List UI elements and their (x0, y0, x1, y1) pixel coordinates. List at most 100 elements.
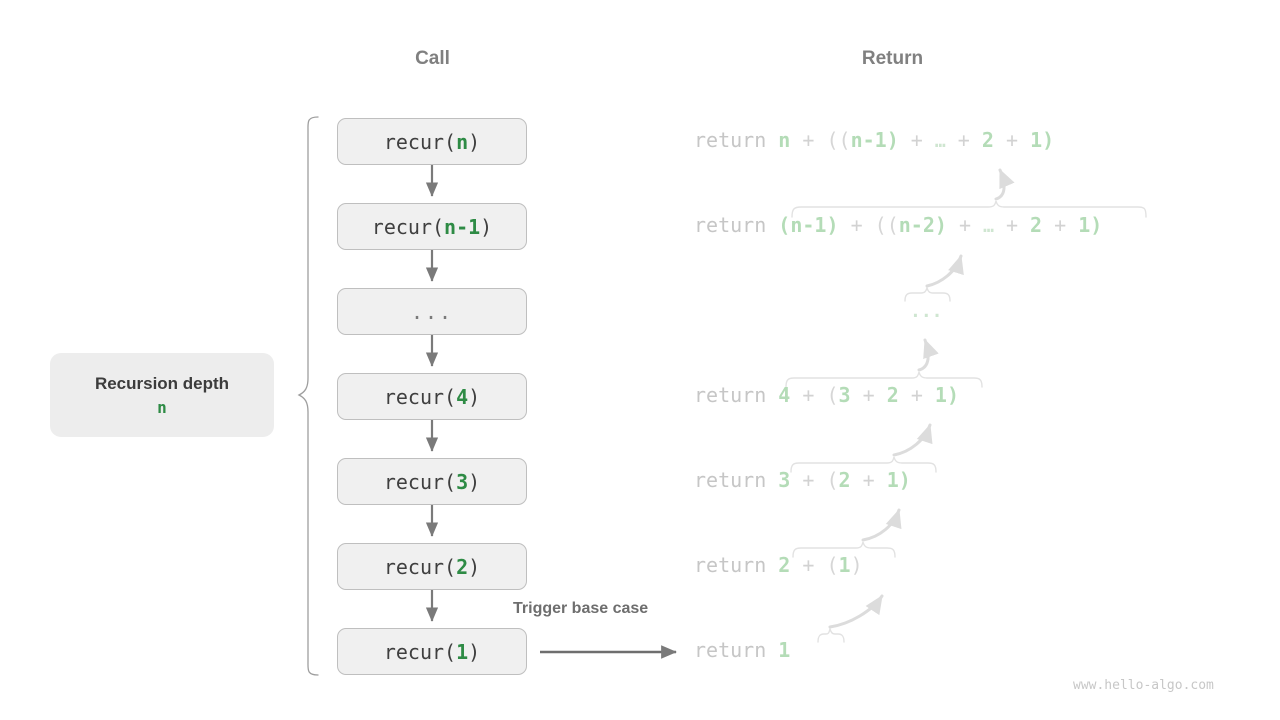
return-token: + (802, 553, 815, 577)
call-suffix-1: ) (480, 214, 493, 239)
return-token: + (802, 468, 815, 492)
recursion-depth-title: Recursion depth (94, 373, 230, 393)
return-expression-2: ... (910, 298, 943, 322)
return-expression-4: 3 + (2 + 1) (766, 468, 911, 492)
call-suffix-3: ) (468, 384, 481, 409)
recursion-depth-brace (297, 116, 319, 676)
call-prefix-5: recur( (383, 554, 457, 579)
call-prefix-4: recur( (383, 469, 457, 494)
return-token: + (862, 383, 875, 407)
call-ellipsis-2: ... (410, 299, 454, 324)
call-box-0[interactable]: recur(n) (337, 118, 527, 165)
column-header-return: Return (861, 48, 924, 69)
return-token: n-2) (898, 213, 947, 237)
call-arg-3: 4 (456, 384, 469, 409)
return-line-6: return 1 (694, 640, 790, 660)
return-token: n-1) (850, 128, 899, 152)
return-expression-1: (n-1) + ((n-2) + … + 2 + 1) (766, 213, 1102, 237)
return-line-5: return 2 + (1) (694, 555, 863, 575)
return-token: n (778, 128, 791, 152)
return-line-0: return n + ((n-1) + … + 2 + 1) (694, 130, 1054, 151)
trigger-base-case-label: Trigger base case (513, 600, 649, 617)
call-box-text-5: recur(2) (384, 555, 480, 579)
recursion-depth-value: n (157, 397, 167, 417)
return-token: ... (910, 301, 943, 322)
recursion-depth-label: Recursion depth n (50, 353, 274, 437)
call-prefix-3: recur( (383, 384, 457, 409)
return-token: (n-1) (778, 213, 839, 237)
return-token: 2 (778, 553, 791, 577)
column-header-call: Call (415, 48, 450, 69)
return-token: … (934, 131, 946, 152)
return-token: 2 (838, 468, 851, 492)
return-token: 1 (838, 553, 851, 577)
return-keyword-3: return (694, 383, 767, 407)
return-keyword-6: return (694, 638, 767, 662)
return-token: ( (826, 383, 839, 407)
call-box-4[interactable]: recur(3) (337, 458, 527, 505)
return-token: + (957, 128, 970, 152)
return-token: 2 (886, 383, 899, 407)
call-arg-1: n-1 (444, 214, 481, 239)
return-token: + (850, 213, 863, 237)
return-line-4: return 3 + (2 + 1) (694, 470, 911, 490)
return-token: + (802, 128, 815, 152)
call-arg-5: 2 (456, 554, 469, 579)
return-expression-5: 2 + (1) (766, 553, 862, 577)
site-watermark: www.hello-algo.com (1073, 678, 1214, 693)
return-token: 1) (1078, 213, 1103, 237)
return-token: (( (874, 213, 899, 237)
call-suffix-4: ) (468, 469, 481, 494)
call-prefix-1: recur( (371, 214, 445, 239)
return-keyword-4: return (694, 468, 767, 492)
return-keyword-5: return (694, 553, 767, 577)
return-token: + (1005, 128, 1019, 152)
call-prefix-0: recur( (383, 129, 457, 154)
call-box-6[interactable]: recur(1) (337, 628, 527, 675)
return-token: + (862, 468, 875, 492)
return-keyword-1: return (694, 213, 767, 237)
call-suffix-0: ) (468, 129, 481, 154)
return-token: 3 (838, 383, 851, 407)
call-box-5[interactable]: recur(2) (337, 543, 527, 590)
call-box-text-0: recur(n) (384, 130, 480, 154)
return-token: ) (850, 553, 863, 577)
return-keyword-0: return (694, 128, 767, 152)
call-arg-4: 3 (456, 469, 469, 494)
return-token: 3 (778, 468, 791, 492)
call-box-text-3: recur(4) (384, 385, 480, 409)
return-token: 1 (778, 638, 791, 662)
return-token: + (1054, 213, 1067, 237)
return-token: … (983, 216, 994, 237)
return-token: + (910, 383, 923, 407)
return-token: 1) (934, 383, 959, 407)
call-suffix-6: ) (468, 639, 481, 664)
return-token: 2 (1030, 213, 1043, 237)
call-box-3[interactable]: recur(4) (337, 373, 527, 420)
return-token: 4 (778, 383, 791, 407)
call-arg-6: 1 (456, 639, 469, 664)
return-token: + (1005, 213, 1018, 237)
call-box-2-ellipsis[interactable]: ... (337, 288, 527, 335)
call-box-text-4: recur(3) (384, 470, 480, 494)
return-expression-3: 4 + (3 + 2 + 1) (766, 383, 959, 407)
call-box-1[interactable]: recur(n-1) (337, 203, 527, 250)
return-token: ( (826, 468, 839, 492)
return-token: + (910, 128, 923, 152)
call-box-text-6: recur(1) (384, 640, 480, 664)
call-suffix-5: ) (468, 554, 481, 579)
return-token: (( (826, 128, 851, 152)
return-token: 1) (886, 468, 911, 492)
return-line-2-ellipsis: ... (910, 300, 943, 321)
call-arg-0: n (456, 129, 469, 154)
return-expression-0: n + ((n-1) + … + 2 + 1) (766, 128, 1054, 152)
return-token: ( (826, 553, 839, 577)
return-token: 1) (1030, 128, 1055, 152)
return-token: 2 (981, 128, 994, 152)
return-token: + (958, 213, 972, 237)
call-box-text-1: recur(n-1) (372, 215, 492, 239)
return-token: + (802, 383, 815, 407)
return-line-1: return (n-1) + ((n-2) + … + 2 + 1) (694, 215, 1102, 236)
return-expression-6: 1 (766, 638, 790, 662)
